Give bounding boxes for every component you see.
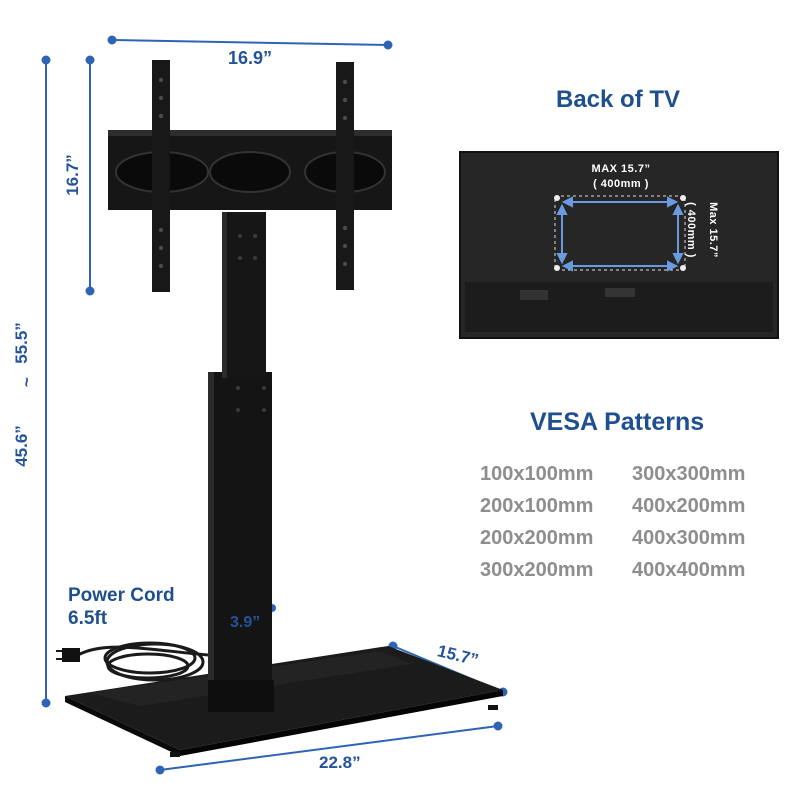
vesa-pattern: 400x400mm	[632, 559, 746, 581]
power-cord-label: Power Cord	[68, 585, 175, 606]
max-horizontal-label: MAX 15.7”	[591, 163, 651, 175]
base-width-label: 22.8”	[319, 753, 361, 772]
mounting-bracket	[108, 60, 392, 292]
height-range-tilde: ~	[17, 377, 36, 387]
max-vertical-label: Max 15.7”	[707, 202, 719, 258]
page-title: Back of TV	[556, 86, 681, 113]
vesa-title: VESA Patterns	[530, 408, 705, 436]
power-cord-caption: Power Cord 6.5ft	[68, 584, 175, 630]
height-max-label: 55.5”	[12, 322, 31, 364]
power-cord-length: 6.5ft	[68, 608, 108, 629]
vesa-pattern: 300x300mm	[632, 463, 746, 485]
column-width-label: 3.9”	[230, 614, 261, 631]
tv-back-panel	[459, 151, 779, 339]
height-min-label: 45.6”	[12, 425, 31, 467]
max-vertical-mm: ( 400mm )	[685, 202, 697, 258]
vesa-pattern: 200x200mm	[480, 527, 594, 549]
power-cord	[56, 641, 209, 682]
max-horizontal-mm: ( 400mm )	[593, 178, 649, 190]
stand-column	[208, 212, 274, 712]
glass-base	[65, 646, 503, 757]
bracket-width-label: 16.9”	[228, 48, 273, 68]
vesa-pattern: 300x200mm	[480, 559, 594, 581]
vesa-pattern-list: 100x100mm 300x300mm 200x100mm 400x200mm …	[480, 462, 780, 583]
bracket-height-label: 16.7”	[63, 154, 82, 196]
vesa-pattern: 400x300mm	[632, 527, 746, 549]
vesa-pattern: 400x200mm	[632, 495, 746, 517]
vesa-pattern: 200x100mm	[480, 495, 594, 517]
vesa-pattern: 100x100mm	[480, 463, 594, 485]
